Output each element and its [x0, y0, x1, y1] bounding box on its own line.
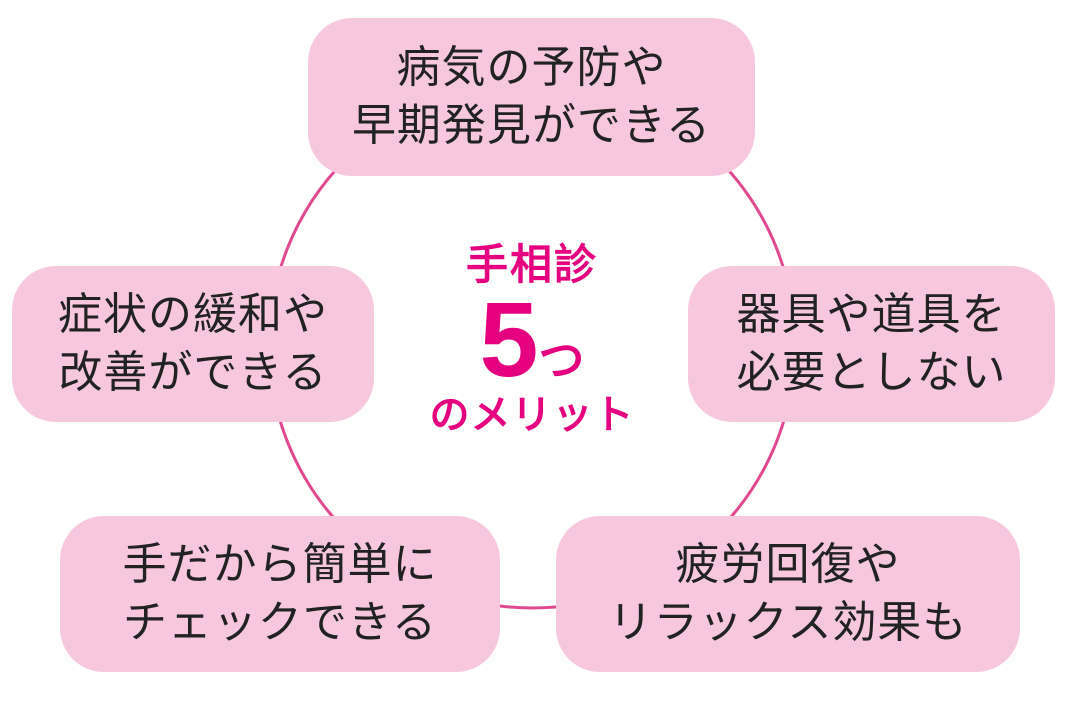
benefit-box-fatigue-relief: 疲労回復や リラックス効果も: [556, 516, 1020, 672]
benefit-box-symptom-relief: 症状の緩和や 改善ができる: [12, 266, 374, 422]
center-counter: つ: [538, 333, 585, 387]
center-title: 手相診: [465, 240, 598, 289]
benefit-box-easy-check: 手だから簡単に チェックできる: [60, 516, 500, 672]
benefit-text-line: 器具や道具を: [736, 289, 1007, 340]
benefit-box-disease-prevention: 病気の予防や 早期発見ができる: [308, 18, 755, 176]
benefit-text-line: 必要としない: [736, 347, 1007, 398]
benefit-box-no-tools: 器具や道具を 必要としない: [688, 266, 1055, 422]
benefit-text-line: 症状の緩和や: [58, 289, 328, 340]
benefit-text-line: 早期発見ができる: [351, 100, 712, 151]
benefit-text-line: リラックス効果も: [608, 597, 968, 648]
benefit-text-line: 改善ができる: [58, 347, 328, 398]
center-heading: 手相診 5つ のメリット: [382, 240, 682, 440]
center-number-row: 5つ: [382, 287, 682, 393]
center-number: 5: [479, 281, 539, 399]
benefit-text-line: 疲労回復や: [675, 539, 901, 590]
center-subtitle: のメリット: [429, 392, 635, 438]
benefit-text-line: 病気の予防や: [396, 42, 667, 93]
benefit-text-line: チェックできる: [122, 597, 438, 648]
benefit-text-line: 手だから簡単に: [122, 539, 438, 590]
